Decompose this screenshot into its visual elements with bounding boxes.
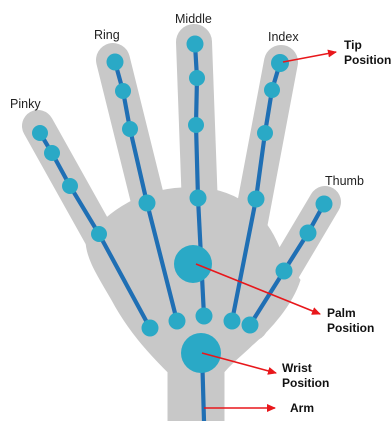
index-joint-3 — [257, 125, 273, 141]
wrist-label-line2: Position — [282, 376, 329, 390]
ring-joint-2 — [115, 83, 131, 99]
wrist-label-line1: Wrist — [282, 361, 312, 375]
pinky-tip-joint — [32, 125, 48, 141]
pinky-joint-2 — [44, 145, 60, 161]
ring-joint-4 — [139, 195, 156, 212]
middle-joint-3 — [188, 117, 204, 133]
tip-label-line1: Tip — [344, 38, 362, 52]
index-base-joint — [224, 313, 241, 330]
palm-label-line1: Palm — [327, 306, 356, 320]
thumb-joint-3 — [276, 263, 293, 280]
middle-label: Middle — [175, 12, 212, 26]
middle-joint-4 — [190, 190, 207, 207]
index-joint-2 — [264, 82, 280, 98]
middle-base-joint — [196, 308, 213, 325]
pinky-base-joint — [142, 320, 159, 337]
tip-label-line2: Position — [344, 53, 391, 67]
middle-joint-2 — [189, 70, 205, 86]
palm-label-line2: Position — [327, 321, 374, 335]
thumb-base-joint — [242, 317, 259, 334]
index-joint-4 — [248, 191, 265, 208]
index-label: Index — [268, 30, 299, 44]
thumb-joint-2 — [300, 225, 317, 242]
thumb-tip-joint — [316, 196, 333, 213]
pinky-joint-4 — [91, 226, 107, 242]
ring-label: Ring — [94, 28, 120, 42]
middle-tip-joint — [187, 36, 204, 53]
pinky-joint-3 — [62, 178, 78, 194]
palm-position-joint — [174, 245, 212, 283]
pinky-label: Pinky — [10, 97, 41, 111]
thumb-label: Thumb — [325, 174, 364, 188]
ring-joint-3 — [122, 121, 138, 137]
index-tip-joint — [271, 54, 289, 72]
arm-label: Arm — [290, 401, 314, 415]
ring-base-joint — [169, 313, 186, 330]
wrist-position-joint — [181, 333, 221, 373]
ring-tip-joint — [107, 54, 124, 71]
